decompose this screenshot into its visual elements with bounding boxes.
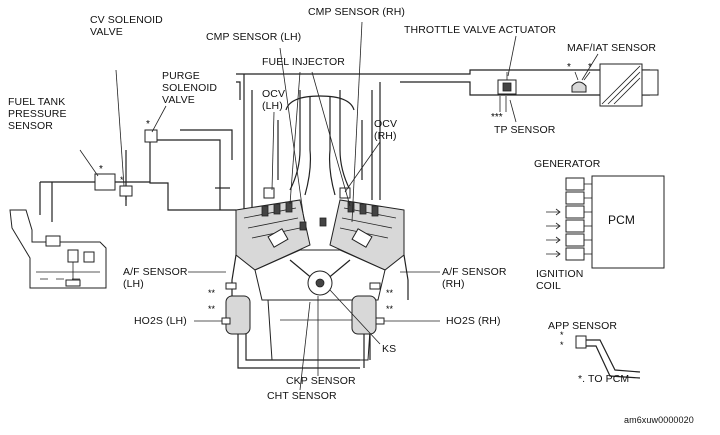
label-af-sensor-rh: A/F SENSOR (RH): [442, 266, 507, 290]
svg-text:*: *: [120, 175, 124, 185]
maf-iat-sensor-symbol: * *: [567, 62, 592, 93]
label-cmp-sensor-rh: CMP SENSOR (RH): [308, 6, 405, 18]
label-ocv-rh: OCV (RH): [374, 118, 398, 142]
svg-text:*: *: [146, 119, 150, 130]
svg-text:**: **: [208, 288, 216, 298]
svg-text:**: **: [386, 288, 394, 298]
svg-text:*: *: [560, 340, 564, 350]
app-sensor-symbol: * *: [560, 330, 641, 379]
engine: [235, 187, 405, 361]
label-purge-solenoid-valve: PURGE SOLENOID VALVE: [162, 70, 218, 106]
label-throttle-valve-actuator: THROTTLE VALVE ACTUATOR: [404, 24, 557, 36]
label-pcm: PCM: [608, 213, 635, 227]
svg-text:*: *: [99, 164, 103, 175]
svg-text:*: *: [567, 62, 571, 73]
catalyst-lh: [225, 295, 251, 335]
label-generator: GENERATOR: [534, 158, 601, 170]
svg-text:**: **: [386, 304, 394, 314]
label-fuel-injector: FUEL INJECTOR: [262, 56, 345, 68]
air-inlet: [641, 69, 659, 96]
purge-solenoid-valve-symbol: [144, 129, 158, 143]
label-cv-solenoid-valve: CV SOLENOID VALVE: [90, 14, 163, 38]
throttle-body: [497, 72, 517, 95]
label-app-sensor: APP SENSOR: [548, 320, 618, 332]
cv-solenoid-valve-symbol: [119, 185, 133, 197]
label-ho2s-lh: HO2S (LH): [134, 315, 187, 327]
intake-manifold: [277, 90, 363, 196]
label-af-sensor-lh: A/F SENSOR (LH): [123, 266, 188, 290]
fuel-tank: [9, 209, 107, 289]
label-cmp-sensor-lh: CMP SENSOR (LH): [206, 31, 302, 43]
label-ocv-lh: OCV (LH): [262, 88, 286, 112]
svg-text:**: **: [208, 304, 216, 314]
svg-text:***: ***: [491, 112, 503, 123]
label-to-pcm-note: *. TO PCM: [578, 373, 630, 385]
label-ho2s-rh: HO2S (RH): [446, 315, 501, 327]
evap-lines: * * *: [39, 119, 236, 222]
label-maf-iat-sensor: MAF/IAT SENSOR: [567, 42, 657, 54]
leader-lines: [79, 21, 599, 391]
pcm-module: [546, 175, 665, 269]
tp-sensor-symbol: ***: [491, 96, 507, 123]
exhaust-system: ** ** ** **: [208, 254, 409, 369]
label-fuel-tank-pressure-sensor: FUEL TANK PRESSURE SENSOR: [8, 96, 67, 132]
label-ks: KS: [382, 343, 397, 355]
intake-duct: [236, 63, 659, 210]
svg-text:*: *: [560, 330, 564, 340]
fuel-tank-pressure-sensor-symbol: [94, 173, 116, 191]
label-figure-code: am6xuw0000020: [624, 415, 694, 425]
label-ckp-sensor: CKP SENSOR: [286, 375, 356, 387]
label-tp-sensor: TP SENSOR: [494, 124, 556, 136]
catalyst-rh: [351, 295, 377, 335]
label-ignition-coil: IGNITION COIL: [536, 268, 584, 292]
label-cht-sensor: CHT SENSOR: [267, 390, 337, 402]
